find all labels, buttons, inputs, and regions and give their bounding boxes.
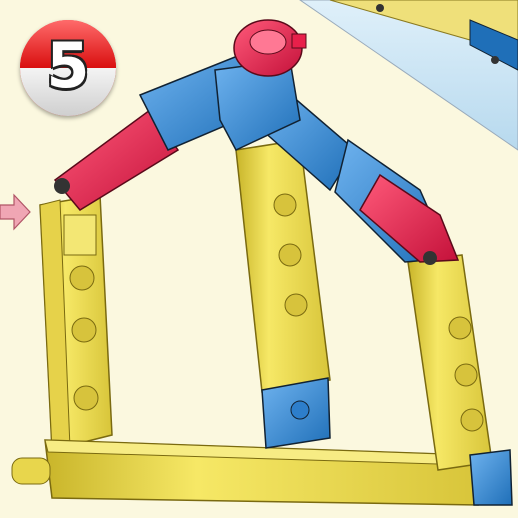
step-number-badge: 5	[20, 20, 116, 116]
inset-previous-step	[300, 0, 518, 150]
bottom-yellow-beam	[12, 440, 478, 505]
left-yellow-beam	[40, 195, 112, 450]
step-number: 5	[20, 34, 116, 98]
placement-arrow-icon	[0, 195, 30, 229]
middle-yellow-beam	[236, 140, 330, 448]
